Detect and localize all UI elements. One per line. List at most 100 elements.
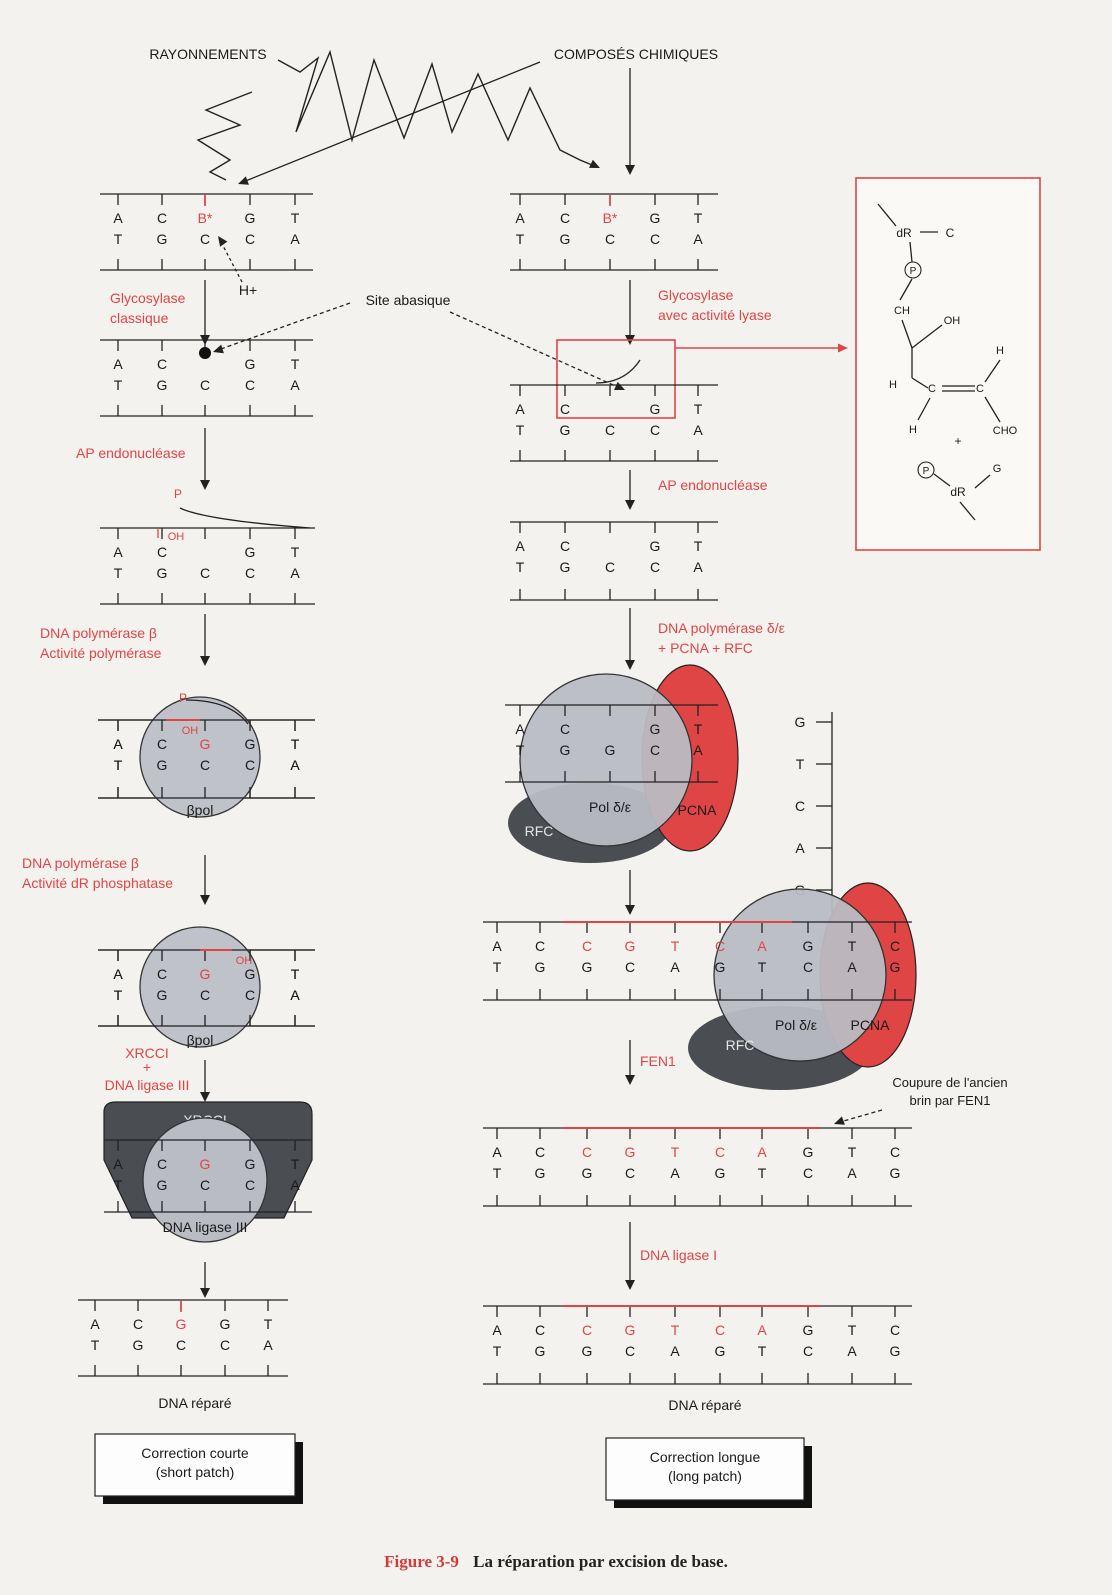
phosphate-2 [917,461,935,479]
left-nick-dna-base-bottom: G [157,565,168,581]
left-lesion-dna-base-bottom: C [200,231,210,247]
displaced-base: G [795,714,806,730]
left-abasic-dna-base-top: T [291,356,300,372]
right-pol-dna-base-top: T [694,721,703,737]
right-ext-dna-base-top: C [715,938,725,954]
left-pol-dna-over-base-bottom: A [290,757,300,773]
right-ap-dna-base-top: T [694,538,703,554]
right-lesion-dna-base-bottom: A [693,231,703,247]
figure-title: La réparation par excision de base. [473,1552,728,1571]
left-lig-dna-base-bottom: G [157,1177,168,1193]
lyase-flap [595,359,641,384]
left-nick-dna-base-top: C [157,544,167,560]
right-ext-dna-base-top: A [757,938,767,954]
chem-P2: P [923,466,930,477]
left-final-dna-base-bottom: C [176,1337,186,1353]
left-lesion-dna-base-bottom: C [245,231,255,247]
left-abasic-dna-base-bottom: C [245,377,255,393]
bond-e [901,319,913,349]
right-ap-dna-base-bottom: C [605,559,615,575]
abasic-head-right [614,381,625,391]
zigzag-arrowhead [589,159,600,168]
right-fen-dna-base-bottom: C [625,1165,635,1181]
right-lyase-dna-base-bottom: C [650,422,660,438]
left-lesion-dna-base-top: G [245,210,256,226]
right-ext-dna-base-top: G [803,938,814,954]
left-box-line2: (short patch) [156,1464,235,1480]
right-fen-dna-base-bottom: G [582,1165,593,1181]
ligase3-shape [142,1117,268,1243]
right-lesion-dna-base-bottom: G [560,231,571,247]
left-nick-dna-base-bottom: C [245,565,255,581]
left-step-dr-line0: DNA polymérase β [22,855,139,871]
right-fen-dna-base-top: C [535,1144,545,1160]
right-lyase-dna-base-bottom: G [560,422,571,438]
right-lesion-dna-base-top: C [560,210,570,226]
right-final-dna-base-bottom: T [758,1343,767,1359]
left-pol-dna-base-bottom: A [290,757,300,773]
right-pol-dna-base-top: G [650,721,661,737]
zoom-box [556,339,676,419]
right-fen-dna-base-top: G [803,1144,814,1160]
left-final-dna-base-bottom: C [220,1337,230,1353]
left-step-xrcc: XRCCI [125,1045,169,1061]
chem-P1: P [910,266,917,277]
right-ext-dna-base-top: A [492,938,502,954]
right-ext-dna-base-bottom: A [847,959,857,975]
right-final-dna-base-top: G [803,1322,814,1338]
displaced-base: C [795,798,805,814]
left-pol-dna-over-base-top: A [113,736,123,752]
left-oh-label: OH [168,531,185,543]
bond-i [984,359,1001,383]
right-fen-dna-base-bottom: A [670,1165,680,1181]
right-final-dna-base-bottom: G [890,1343,901,1359]
right-ap-dna-base-top: C [560,538,570,554]
left-dr-dna-over-base-top: T [291,966,300,982]
right-fen-dna-base-top: C [582,1144,592,1160]
figure-number: Figure 3-9 [384,1552,459,1571]
right-fen-dna-base-bottom: T [758,1165,767,1181]
nick-flap [179,507,311,529]
left-step-glycosylase-line1: classique [110,310,169,326]
phosphate-1 [904,261,922,279]
right-final-dna-base-bottom: C [625,1343,635,1359]
left-arrow-3-head [200,656,210,666]
left-final-dna-base-top: G [176,1316,187,1332]
right-ext-dna-base-top: G [625,938,636,954]
left-lig-dna-base-bottom: C [245,1177,255,1193]
right-pol-dna-base-bottom: T [516,742,525,758]
chem-CHO: CHO [993,425,1018,437]
left-p-label: P [174,487,182,501]
right-fen-dna-base-top: T [848,1144,857,1160]
beta-pol-1 [139,696,261,818]
right-step-pol-line1: + PCNA + RFC [658,640,753,656]
pol-flap [185,699,249,725]
right-lesion-dna-base-top: T [694,210,703,226]
left-arrow-2-head [200,480,210,490]
right-fen-dna-base-bottom: G [890,1165,901,1181]
left-step-plus: + [143,1059,151,1075]
left-lig-dna-base-top: A [113,1156,123,1172]
left-pol-dna-base-top: A [113,736,123,752]
left-oh2-label: OH [182,725,199,737]
right-ext-dna-base-bottom: G [535,959,546,975]
left-abasic-dna-base-top: A [113,356,123,372]
right-fen-dna-base-bottom: T [493,1165,502,1181]
left-lesion-dna-base-top: T [291,210,300,226]
left-dr-dna-over-base-bottom: A [290,987,300,1003]
right-ext-dna-base-top: C [535,938,545,954]
left-dr-dna-over-base-bottom: C [245,987,255,1003]
left-pol-dna-base-top: T [291,736,300,752]
right-box-line2: (long patch) [668,1468,742,1484]
right-ext-dna-base-bottom: T [758,959,767,975]
right-step-glycosylase-line0: Glycosylase [658,287,734,303]
chem-C2: C [928,383,936,395]
bond-d [899,278,913,301]
bond-f [911,324,943,349]
left-pol-dna-over-base-bottom: T [114,757,123,773]
right-fen-dna-base-top: A [757,1144,767,1160]
right-fen-dna-base-top: C [715,1144,725,1160]
right-ext-dna-base-top: T [848,938,857,954]
right-box-line1: Correction longue [650,1449,761,1465]
left-p2-label: P [179,691,187,705]
